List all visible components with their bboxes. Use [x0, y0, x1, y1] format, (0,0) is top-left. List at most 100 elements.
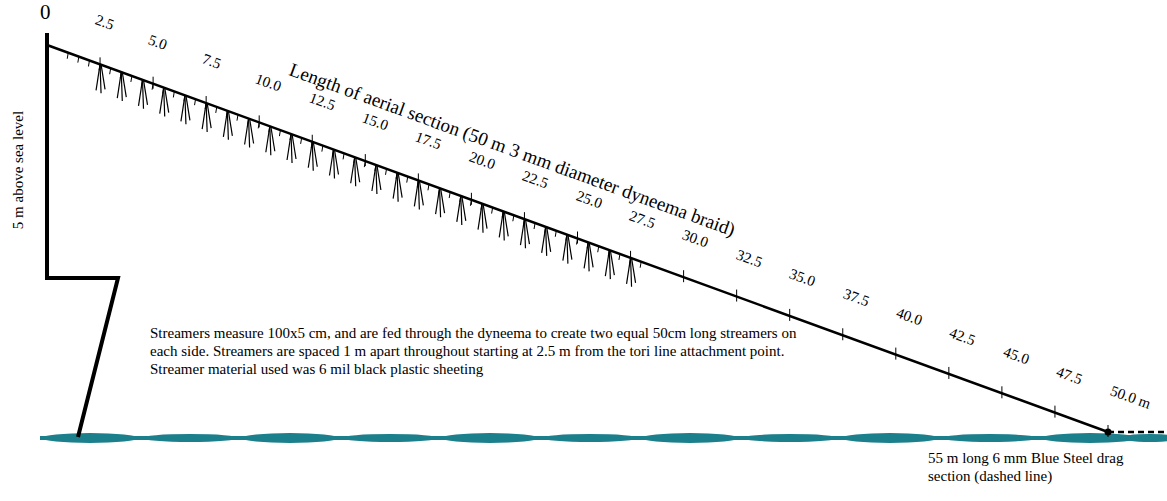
stroke	[398, 173, 402, 198]
stroke	[365, 154, 366, 166]
stroke	[948, 367, 949, 379]
stroke	[524, 219, 525, 248]
stroke	[619, 254, 620, 260]
stroke	[414, 180, 418, 206]
stroke	[351, 157, 355, 183]
stroke	[364, 161, 365, 167]
stroke	[110, 68, 111, 74]
stroke	[279, 130, 280, 136]
drag-section	[1108, 431, 1166, 434]
stroke	[249, 119, 250, 148]
stroke	[547, 227, 551, 252]
stroke	[428, 184, 429, 190]
stroke	[88, 60, 89, 66]
stroke	[333, 149, 334, 178]
stroke	[397, 173, 398, 202]
stroke	[462, 196, 466, 221]
stroke	[143, 80, 147, 105]
stroke	[287, 134, 291, 160]
stroke	[419, 180, 423, 205]
scale-label: 40.0	[894, 304, 925, 330]
stroke	[377, 165, 381, 190]
stroke	[312, 142, 313, 171]
stroke	[1108, 425, 1109, 437]
stroke	[563, 235, 567, 261]
stroke	[160, 88, 164, 114]
stroke	[245, 119, 249, 145]
stroke	[195, 99, 196, 105]
stroke	[589, 242, 593, 267]
stroke	[228, 111, 232, 136]
scale-label: 10.0	[253, 69, 284, 95]
stroke	[520, 219, 524, 245]
stroke	[223, 111, 227, 137]
stroke	[266, 126, 270, 152]
stroke	[568, 235, 572, 260]
stroke	[577, 239, 578, 245]
stroke	[789, 309, 790, 321]
stroke	[372, 165, 376, 191]
stroke	[259, 115, 260, 127]
stroke	[441, 188, 445, 213]
scale-label: 42.5	[947, 323, 978, 349]
stroke	[631, 258, 632, 287]
stroke	[418, 180, 419, 209]
stroke	[461, 196, 462, 225]
stroke	[355, 157, 356, 186]
scale-label: 37.5	[841, 284, 872, 310]
stroke	[186, 95, 190, 120]
stroke	[457, 196, 461, 222]
stroke	[610, 250, 614, 275]
stroke	[152, 84, 153, 90]
stroke	[492, 208, 493, 214]
stroke	[292, 134, 296, 159]
stroke	[609, 250, 610, 279]
stroke	[237, 115, 238, 121]
stroke	[100, 64, 101, 93]
stroke	[271, 126, 275, 151]
stroke	[250, 119, 254, 144]
stroke	[588, 242, 589, 271]
stroke	[627, 258, 631, 284]
stroke	[258, 122, 259, 128]
stroke	[736, 290, 737, 302]
stroke	[525, 219, 529, 244]
stroke	[567, 235, 568, 264]
stroke	[478, 204, 482, 230]
stroke	[67, 53, 68, 59]
stroke	[605, 250, 609, 276]
vessel-pole	[47, 33, 118, 437]
scale-label: 2.5	[93, 11, 117, 34]
stroke	[546, 227, 547, 256]
scale-label: 0	[40, 0, 51, 25]
height-label: 5 m above sea level	[9, 111, 27, 229]
stroke	[470, 200, 471, 206]
stroke	[164, 88, 165, 117]
stroke	[138, 80, 142, 106]
stroke	[185, 95, 186, 124]
stroke	[542, 227, 546, 253]
scale-label: 32.5	[734, 245, 765, 271]
stroke	[153, 77, 154, 89]
stroke	[308, 142, 312, 168]
stroke	[356, 157, 360, 182]
stroke	[165, 88, 169, 113]
stroke	[895, 348, 896, 360]
stroke	[121, 72, 122, 101]
stroke	[202, 103, 206, 129]
stroke	[393, 173, 397, 199]
stroke	[117, 72, 121, 98]
scale-label: 35.0	[787, 265, 818, 291]
scale-ticks	[67, 53, 1108, 437]
stroke	[173, 91, 174, 97]
stroke	[122, 72, 126, 97]
stroke	[513, 215, 514, 221]
stroke	[301, 138, 302, 144]
stroke	[329, 149, 333, 175]
scale-label: 50.0 m	[1108, 382, 1153, 413]
stroke	[386, 169, 387, 175]
stroke	[227, 111, 228, 140]
drag-section-label: 55 m long 6 mm Blue Steel drag section (…	[928, 449, 1128, 485]
streamer-note: Streamers measure 100x5 cm, and are fed …	[150, 324, 815, 378]
